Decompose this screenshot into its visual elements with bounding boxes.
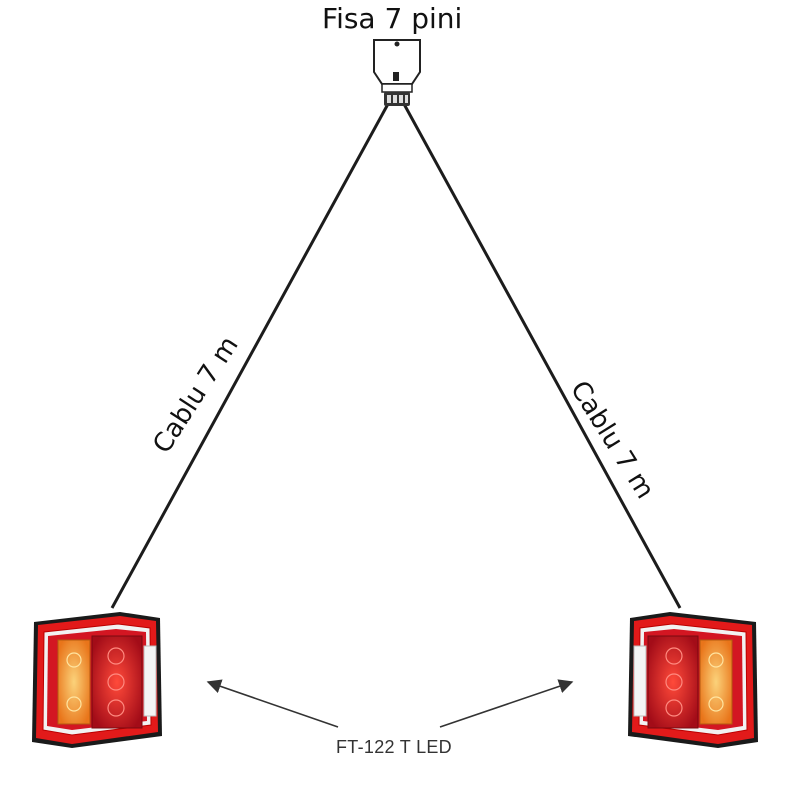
lamp-model-label: FT-122 T LED: [336, 737, 452, 757]
arrow-to-left-lamp: [206, 679, 339, 728]
clear-reverse-lens: [633, 645, 647, 717]
red-brake-lens: [647, 635, 699, 729]
clear-reverse-lens: [143, 645, 157, 717]
left-cable: [110, 103, 390, 609]
right-cable: [402, 103, 682, 609]
red-brake-lens: [91, 635, 143, 729]
left-tail-lamp: [31, 611, 163, 749]
arrow-to-right-lamp: [439, 679, 574, 728]
amber-indicator-lens: [699, 639, 733, 725]
trailer-plug-icon: [373, 39, 421, 106]
plug-label: Fisa 7 pini: [322, 2, 463, 35]
right-tail-lamp: [627, 611, 759, 749]
amber-indicator-lens: [57, 639, 91, 725]
